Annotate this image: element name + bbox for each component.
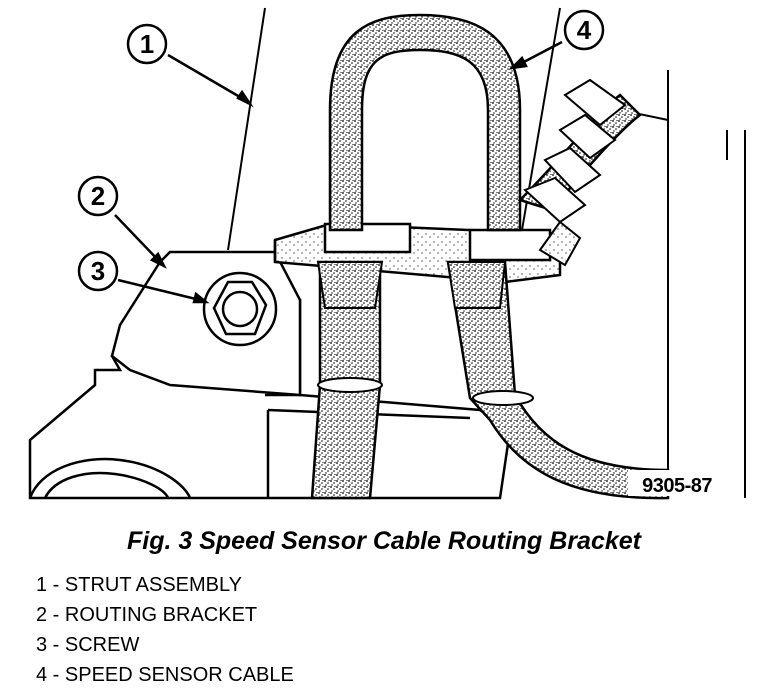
- callout-leaders: [114, 40, 563, 304]
- legend-item-routing-bracket: 2 - ROUTING BRACKET: [36, 604, 258, 626]
- legend-item-speed-sensor-cable: 4 - SPEED SENSOR CABLE: [36, 664, 294, 686]
- figure-caption: Fig. 3 Speed Sensor Cable Routing Bracke…: [126, 527, 641, 555]
- cable-connector: [523, 78, 627, 267]
- cable-grommets: [316, 261, 534, 406]
- callout-1: 1: [140, 29, 154, 59]
- callout-3: 3: [91, 256, 105, 286]
- legend-item-strut-assembly: 1 - STRUT ASSEMBLY: [36, 574, 242, 596]
- diagram-illustration: 1 2 3 4 9305-87: [28, 7, 746, 500]
- screw: [202, 271, 278, 347]
- callout-circle-1: [126, 23, 168, 65]
- part-code: 9305-87: [642, 475, 712, 497]
- callout-circle-2: [77, 175, 119, 217]
- callout-4: 4: [577, 15, 592, 45]
- legend-list: 1 - STRUT ASSEMBLY 2 - ROUTING BRACKET 3…: [36, 570, 294, 690]
- callout-circle-3: [77, 250, 119, 292]
- legend-item-screw: 3 - SCREW: [36, 634, 140, 656]
- callout-circle-4: [563, 9, 605, 51]
- callout-2: 2: [91, 181, 105, 211]
